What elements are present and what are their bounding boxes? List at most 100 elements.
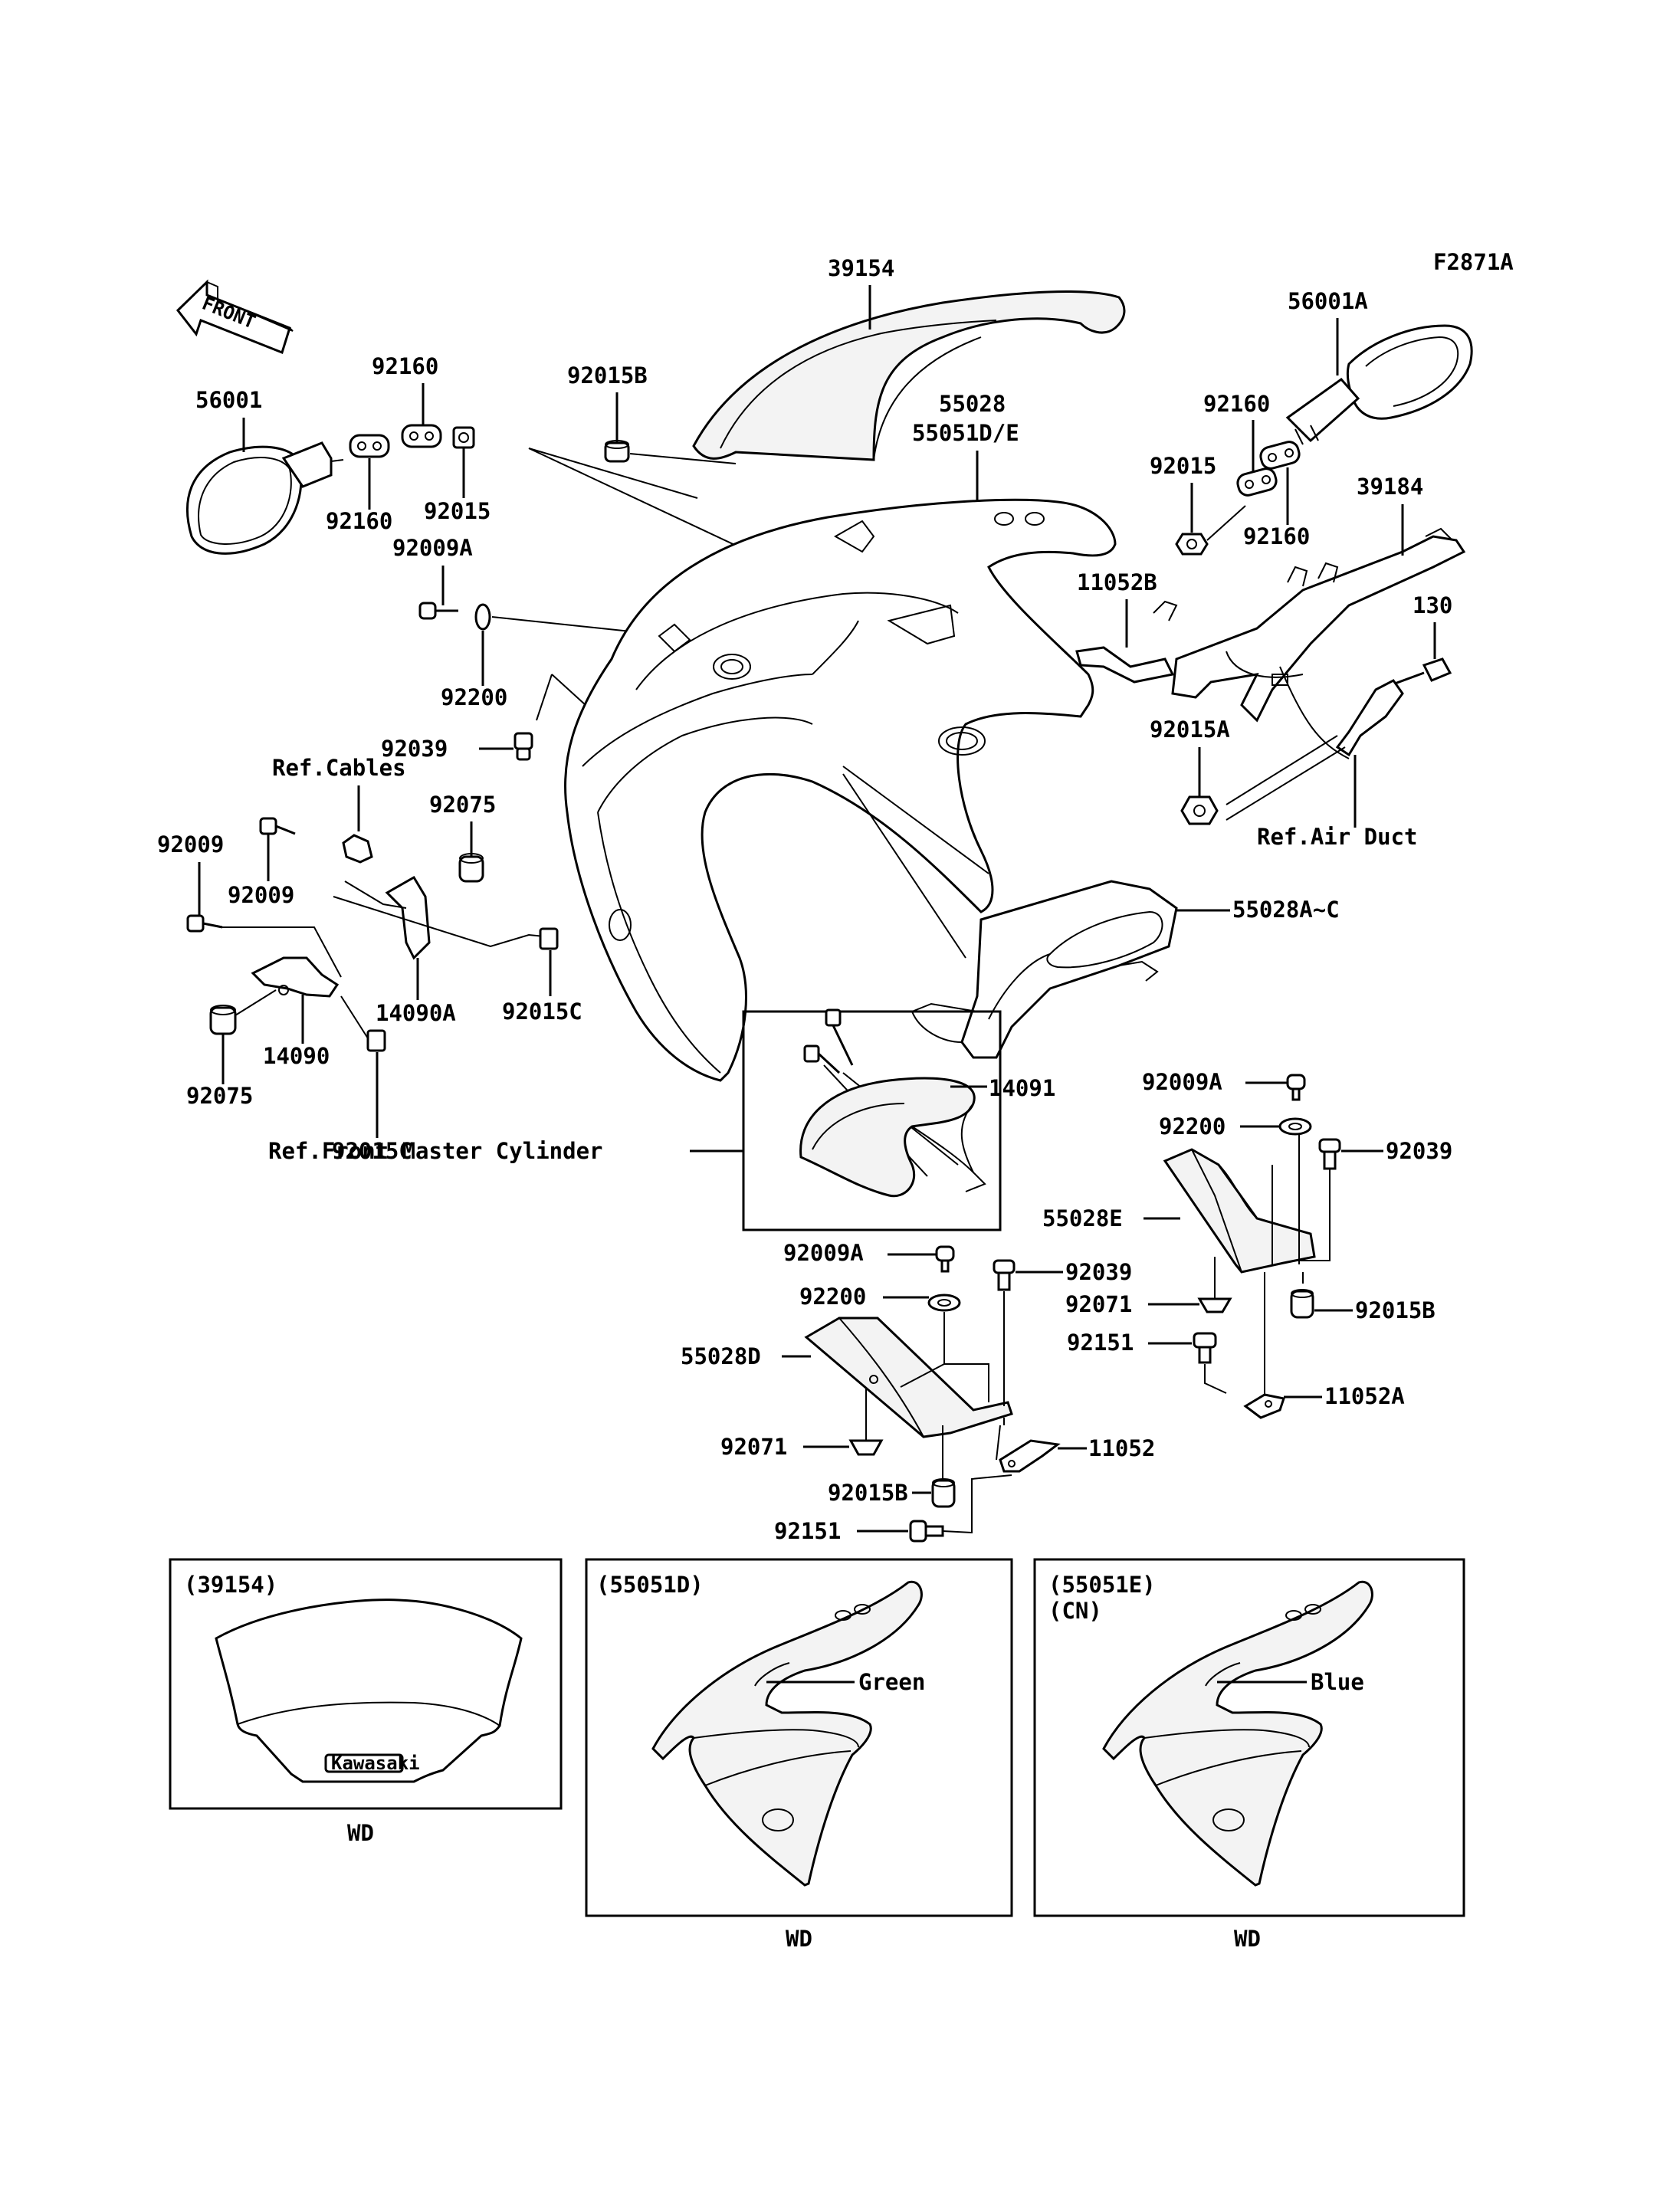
bolt-92151-m (909, 1520, 944, 1543)
rivet-92039-m (993, 1259, 1016, 1291)
panel-55028E (1163, 1148, 1316, 1274)
clip-92015C-a (539, 927, 559, 950)
label-14090A: 14090A (376, 1000, 456, 1026)
bracket-11052B (1075, 600, 1178, 684)
label-92009A-top: 92009A (392, 535, 473, 561)
grommet-92015B-r (1290, 1289, 1314, 1319)
inset-cowl-blue: (55051E) (CN) Blue WD (1033, 1558, 1465, 1952)
label-92039-top: 92039 (381, 736, 448, 762)
inset-2-color: Green (858, 1669, 925, 1695)
label-92015B-r: 92015B (1355, 1297, 1436, 1323)
label-130: 130 (1413, 592, 1452, 618)
bracket-11052A (1243, 1393, 1285, 1419)
ref-box (742, 1010, 1002, 1231)
label-92200-m: 92200 (799, 1284, 866, 1310)
label-92160-b: 92160 (326, 508, 392, 534)
label-92200-top: 92200 (441, 684, 507, 710)
bracket-14090A (385, 875, 431, 960)
label-92200-r: 92200 (1159, 1113, 1226, 1139)
label-92009A-m: 92009A (783, 1240, 864, 1266)
label-92015C-b: 92015C (332, 1138, 412, 1164)
inset-1-caption: WD (347, 1820, 374, 1846)
inset-cowl-green: (55051D) Green WD (585, 1558, 1013, 1952)
air-duct-bracket (1335, 679, 1404, 757)
washer-92160-left-b (401, 424, 442, 448)
label-11052B: 11052B (1077, 569, 1157, 595)
inset-3-sub: (CN) (1048, 1598, 1102, 1624)
figure-code: F2871A (1433, 249, 1514, 275)
label-92009-b: 92009 (228, 882, 294, 908)
label-55028D: 55028D (681, 1343, 761, 1369)
label-14090: 14090 (263, 1043, 330, 1069)
label-92015-left: 92015 (424, 498, 491, 524)
windshield-39154 (692, 290, 1126, 461)
inset-1-brand: Kawasaki (331, 1753, 420, 1774)
screw-92009A-m (935, 1245, 955, 1273)
label-92160-c: 92160 (1203, 391, 1270, 417)
bolt-92009-a (186, 914, 223, 933)
screw-92009A-top (418, 602, 458, 620)
grommet-92015B-top (604, 440, 630, 463)
label-ref-cables: Ref.Cables (272, 755, 406, 781)
label-92039-r: 92039 (1386, 1138, 1452, 1164)
mirror-right (1285, 324, 1473, 445)
label-55051DE: 55051D/E (912, 420, 1019, 446)
inset-2-caption: WD (786, 1926, 812, 1952)
washer-92160-right-b (1259, 441, 1301, 470)
washer-92200-r (1278, 1117, 1312, 1136)
label-92075-top: 92075 (429, 792, 496, 818)
bolt-ref-b (803, 1044, 841, 1074)
inset-windshield: (39154) Kawasaki WD (169, 1558, 563, 1846)
label-56001: 56001 (195, 387, 262, 413)
rivet-92039-top (514, 732, 533, 761)
label-92075-bot: 92075 (186, 1083, 253, 1109)
label-92071-r: 92071 (1065, 1291, 1132, 1317)
bracket-11052 (999, 1439, 1061, 1473)
clip-92015C-b (366, 1029, 386, 1052)
label-92151-m: 92151 (774, 1518, 841, 1544)
label-55028A-C: 55028A~C (1232, 897, 1340, 923)
label-92071-m: 92071 (720, 1434, 787, 1460)
upper-cowl-55028 (564, 498, 1117, 1082)
label-39184: 39184 (1357, 474, 1423, 500)
inset-2-code: (55051D) (596, 1572, 704, 1598)
label-92015B-top: 92015B (567, 362, 648, 389)
label-92009-a: 92009 (157, 831, 224, 857)
label-92009A-r: 92009A (1142, 1069, 1222, 1095)
bolt-92151-r (1193, 1332, 1217, 1364)
label-92015A: 92015A (1150, 716, 1230, 743)
grommet-92075-bot (209, 1005, 237, 1035)
label-ref-air-duct: Ref.Air Duct (1257, 824, 1418, 850)
inset-1-code: (39154) (184, 1572, 277, 1598)
bolt-92009-b (259, 817, 296, 835)
bolt-ref-a (825, 1008, 854, 1066)
grommet-92075-top (458, 853, 484, 883)
washer-92200-top (474, 603, 491, 631)
label-55028E: 55028E (1042, 1205, 1123, 1231)
label-92160-d: 92160 (1243, 523, 1310, 549)
nut-92015A (1180, 795, 1219, 825)
label-55028: 55028 (939, 391, 1006, 417)
label-14091: 14091 (989, 1075, 1055, 1101)
stay-39184 (1171, 527, 1466, 759)
grommet-92015B-m (931, 1478, 956, 1508)
screw-92071-m (848, 1439, 884, 1456)
nut-92015-left (452, 426, 475, 449)
mirror-left (185, 441, 344, 555)
label-11052: 11052 (1088, 1435, 1155, 1461)
label-92015C-a: 92015C (502, 998, 582, 1025)
label-39154: 39154 (828, 255, 894, 281)
bracket-14090 (251, 956, 340, 998)
label-56001A: 56001A (1288, 288, 1368, 314)
label-92015B-m: 92015B (828, 1480, 908, 1506)
label-11052A: 11052A (1324, 1383, 1405, 1409)
label-92039-m: 92039 (1065, 1259, 1132, 1285)
washer-92160-right-a (1236, 467, 1278, 497)
label-92015-right: 92015 (1150, 453, 1216, 479)
screw-92009A-r (1286, 1074, 1306, 1101)
rivet-92039-r (1318, 1138, 1341, 1170)
panel-55028D (804, 1317, 1013, 1438)
cover-14091 (799, 1077, 986, 1198)
screw-92071-r (1197, 1297, 1232, 1313)
